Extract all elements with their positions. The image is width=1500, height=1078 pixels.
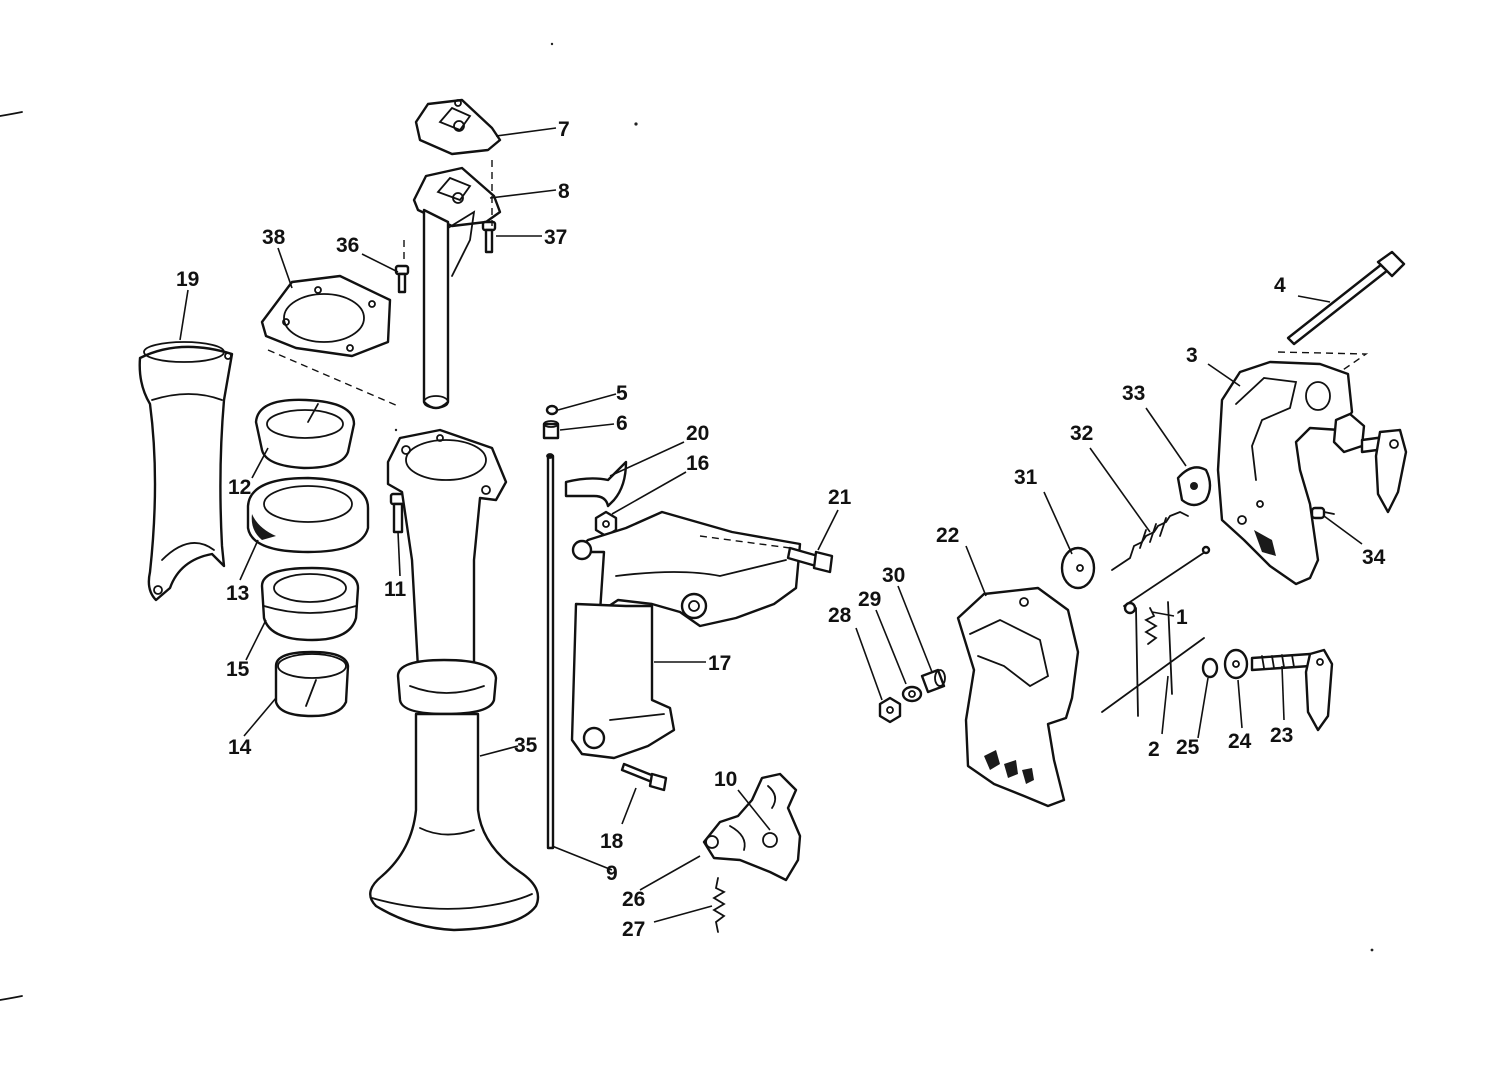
part-29-washer [901, 685, 923, 703]
part-20-clip [564, 460, 628, 508]
part-3-transom-bracket [1216, 360, 1408, 586]
callout-9: 9 [606, 862, 618, 885]
callout-13: 13 [226, 582, 249, 605]
callout-16: 16 [686, 452, 709, 475]
scan-marks [0, 42, 1374, 1001]
callout-33: 33 [1122, 382, 1145, 405]
callout-12: 12 [228, 476, 251, 499]
leader-lines [179, 127, 1363, 923]
callout-38: 38 [262, 226, 286, 249]
part-38-gasket [260, 274, 392, 358]
callout-25: 25 [1176, 736, 1200, 759]
callout-36: 36 [336, 234, 359, 257]
part-36-screw [394, 264, 410, 294]
part-18-bolt [620, 762, 668, 792]
part-33-knob [1176, 466, 1212, 507]
callout-5: 5 [616, 382, 628, 405]
alignment-dashes [267, 160, 1369, 549]
part-6-fitting [542, 420, 560, 440]
callout-21: 21 [828, 486, 852, 509]
callout-15: 15 [226, 658, 250, 681]
part-15-ring [260, 566, 360, 642]
callout-20: 20 [686, 422, 709, 445]
part-13-ring [246, 476, 370, 554]
callout-labels: 7 8 37 36 38 19 5 6 20 16 21 17 18 9 10 … [176, 118, 1386, 941]
part-27-spring [712, 877, 726, 933]
part-37-screw [481, 220, 497, 254]
part-30-bushing [920, 668, 946, 694]
callout-17: 17 [708, 652, 731, 675]
part-14-bushing [274, 650, 350, 718]
callout-11: 11 [384, 578, 407, 601]
part-35-driveshaft-housing [369, 428, 540, 932]
callout-8: 8 [558, 180, 570, 203]
part-31-washer [1060, 546, 1096, 590]
part-22-clamp-bracket [956, 586, 1080, 808]
callout-26: 26 [622, 888, 645, 911]
callout-19: 19 [176, 268, 199, 291]
part-8-plate-tube [412, 166, 502, 410]
callout-29: 29 [858, 588, 881, 611]
callout-37: 37 [544, 226, 567, 249]
callout-14: 14 [228, 736, 252, 759]
callout-23: 23 [1270, 724, 1293, 747]
part-1-spring [1144, 607, 1158, 645]
part-21-bolt [786, 546, 834, 574]
callout-28: 28 [828, 604, 852, 627]
part-10-lock-plate [702, 772, 802, 882]
callout-24: 24 [1228, 730, 1252, 753]
part-23-screw-handle [1250, 648, 1334, 732]
part-17-swivel-bracket [570, 510, 802, 760]
callout-7: 7 [558, 118, 570, 141]
part-7-top-plate [414, 98, 502, 156]
part-32-spring [1111, 511, 1189, 571]
part-24-washer [1223, 648, 1249, 680]
callout-1: 1 [1176, 606, 1188, 629]
part-11-bolt [389, 492, 407, 534]
callout-32: 32 [1070, 422, 1093, 445]
callout-34: 34 [1362, 546, 1386, 569]
part-5-cap [545, 404, 559, 416]
part-2-rod-frame [1101, 545, 1211, 717]
part-34-screw [1310, 506, 1335, 520]
callout-10: 10 [714, 768, 737, 791]
callout-30: 30 [882, 564, 905, 587]
part-4-long-bolt [1286, 250, 1406, 346]
part-28-nut [878, 696, 902, 724]
callout-35: 35 [514, 734, 538, 757]
callout-6: 6 [616, 412, 628, 435]
part-12-ring [254, 398, 356, 470]
callout-27: 27 [622, 918, 645, 941]
callout-3: 3 [1186, 344, 1198, 367]
callout-22: 22 [936, 524, 959, 547]
callout-2: 2 [1148, 738, 1160, 761]
callout-18: 18 [600, 830, 624, 853]
callout-31: 31 [1014, 466, 1038, 489]
part-9-rod [546, 453, 555, 850]
part-25-washer [1201, 657, 1219, 679]
part-19-cover-half [138, 341, 234, 602]
callout-4: 4 [1274, 274, 1286, 297]
